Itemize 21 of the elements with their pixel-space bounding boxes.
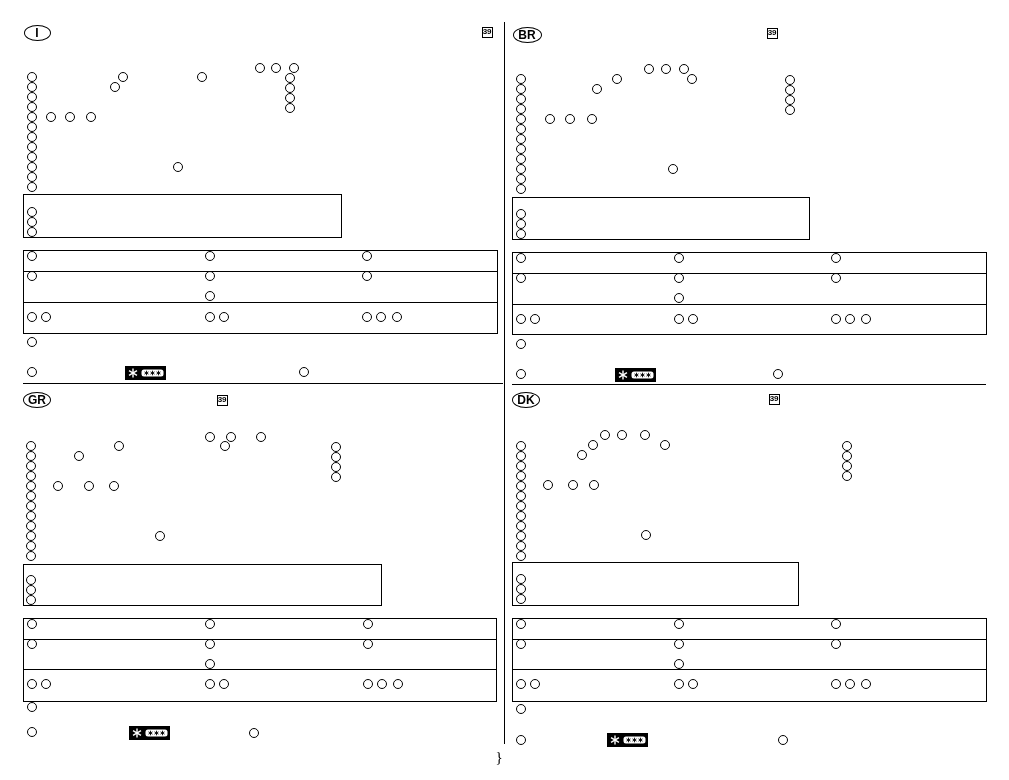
frame-box <box>23 564 382 606</box>
table-row <box>23 639 497 670</box>
frame-box <box>23 194 342 238</box>
table-row <box>23 271 498 303</box>
page-number-tag: 39 <box>768 393 780 405</box>
table-row <box>512 618 987 640</box>
table-row <box>23 302 498 334</box>
frame-box <box>512 562 799 606</box>
frame-box <box>512 197 810 240</box>
table-row <box>512 273 987 305</box>
page-number-tag: 39 <box>216 394 228 406</box>
table-row <box>512 639 987 670</box>
table-row <box>23 250 498 272</box>
page-number-tag: 39 <box>766 27 778 39</box>
page-number-tag: 39 <box>481 26 493 38</box>
table-row <box>512 304 987 335</box>
footer-mark: } <box>495 749 503 765</box>
table-row <box>512 669 987 702</box>
table-row <box>23 618 497 640</box>
table-row <box>23 669 497 702</box>
table-row <box>512 252 987 274</box>
